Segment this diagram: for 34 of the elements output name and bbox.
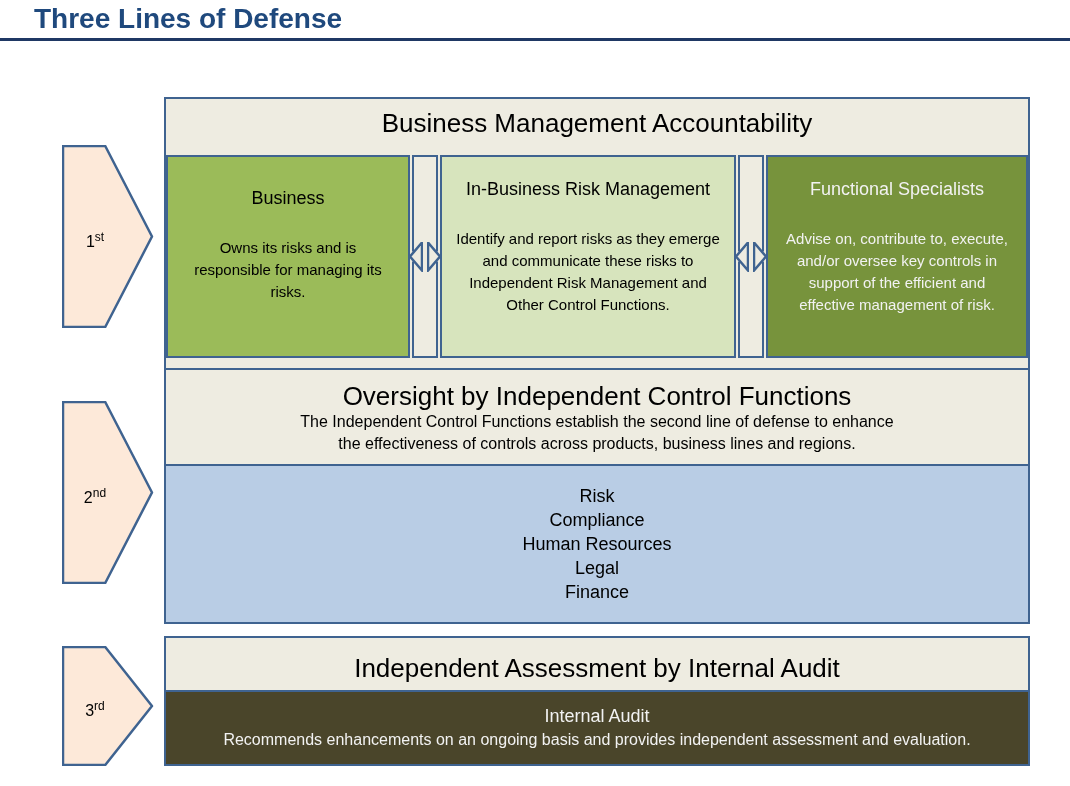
audit-panel — [164, 690, 1030, 766]
card-description: Identify and report risks as they emerge and communicate these risks to Independent Risk Management and Other Control Functions. — [455, 229, 721, 315]
section-heading: Independent Assessment by Internal Audit — [354, 653, 840, 683]
ordinal-label: 3$^{rd}$ — [85, 699, 105, 721]
list-item: Legal — [574, 557, 619, 580]
role-card — [440, 155, 736, 358]
section-panel — [164, 636, 1030, 692]
role-card — [766, 155, 1028, 358]
double-arrow — [734, 241, 768, 272]
card-description: Owns its risks and is responsible for managing its risks. — [193, 238, 383, 302]
panel-heading: Internal Audit — [544, 705, 650, 727]
card-description: Advise on, contribute to, execute, and/or oversee key controls in support of the efficient and effective management of risk. — [786, 229, 1008, 315]
section-panel — [164, 97, 1030, 370]
list-item: Risk — [579, 485, 615, 508]
page-title: Three Lines of Defense — [34, 2, 343, 36]
chevron-tab — [62, 646, 154, 766]
section-description: The Independent Control Functions establish the second line of defense to enhance the effectiveness of controls across products, business lines and regions. — [299, 412, 895, 454]
section-panel — [164, 368, 1030, 466]
section-heading: Oversight by Independent Control Functions — [342, 381, 852, 411]
card-heading: Functional Specialists — [809, 178, 985, 200]
double-arrow — [408, 241, 442, 272]
list-item: Compliance — [549, 509, 645, 532]
chevron-tab — [62, 401, 154, 584]
function-list-panel — [164, 464, 1030, 624]
panel-description: Recommends enhancements on an ongoing basis and provides independent assessment and evaluation. — [223, 730, 971, 750]
role-card — [166, 155, 410, 358]
section-heading: Business Management Accountability — [381, 108, 813, 138]
ordinal-label: 2$^{nd}$ — [83, 485, 107, 508]
ordinal-label: 1$^{st}$ — [85, 229, 105, 252]
list-item: Human Resources — [522, 533, 672, 556]
chevron-tab — [62, 145, 154, 328]
list-item: Finance — [564, 581, 629, 604]
card-heading: In-Business Risk Management — [465, 178, 711, 200]
card-heading: Business — [251, 187, 325, 209]
